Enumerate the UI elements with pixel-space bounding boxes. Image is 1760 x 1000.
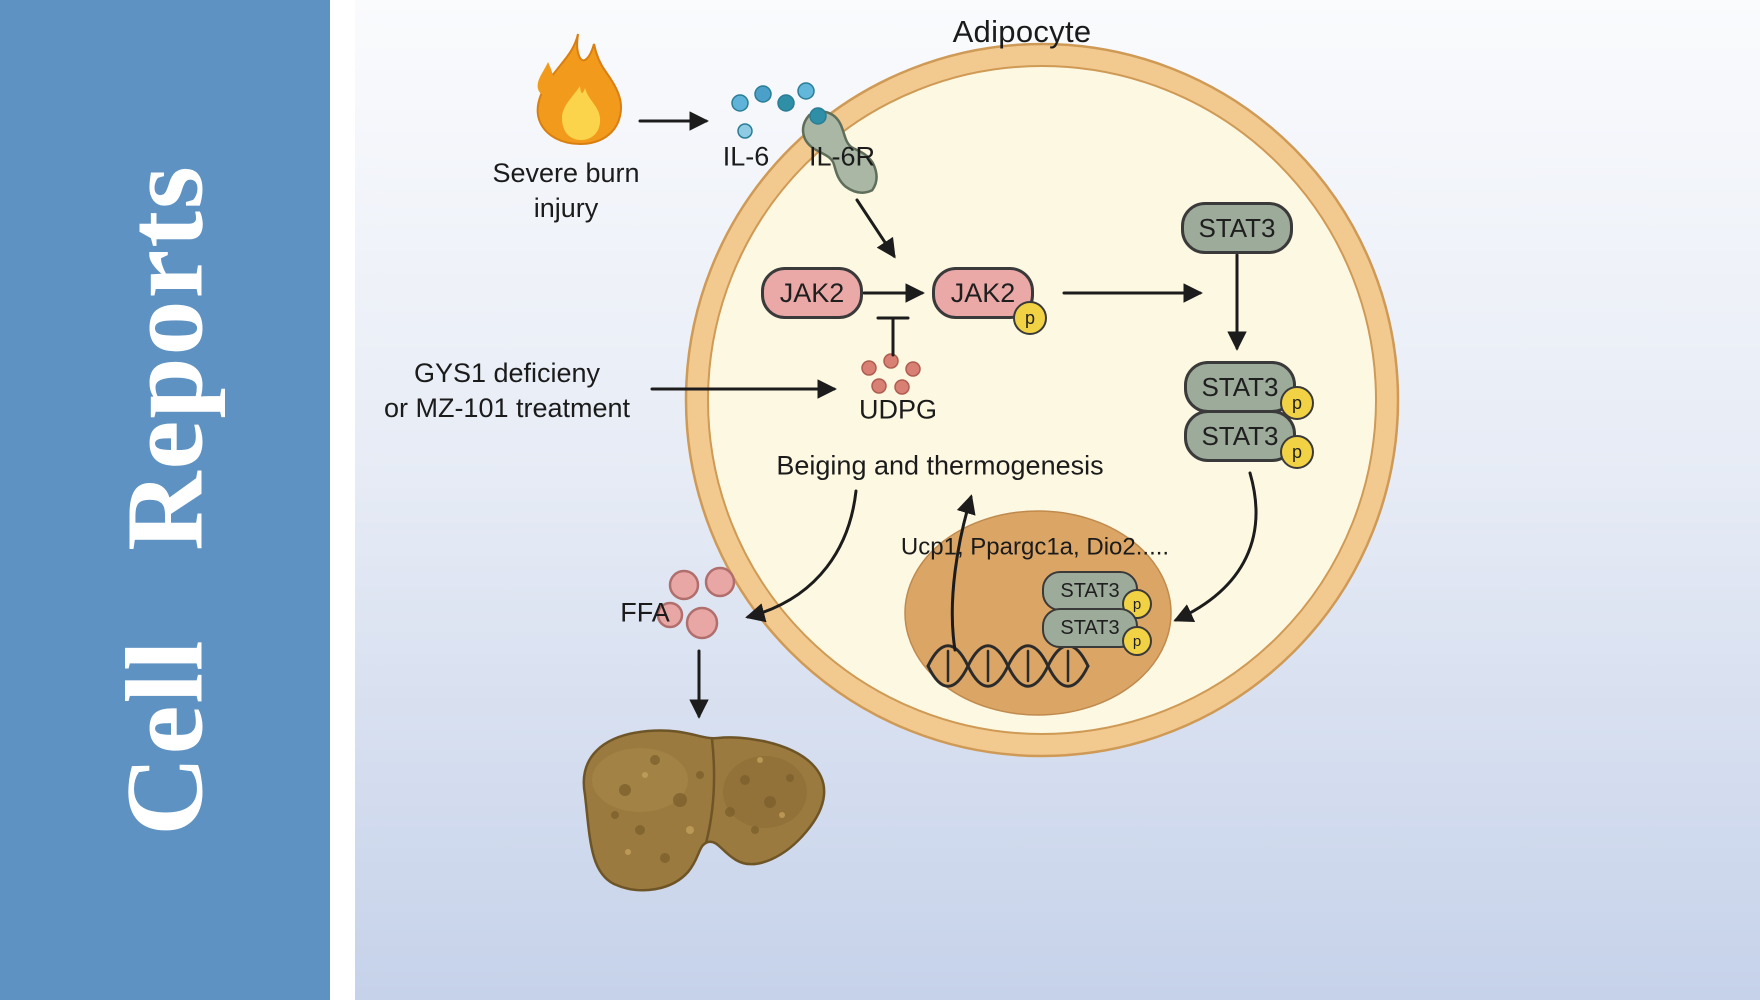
journal-wordmark: Cell Reports xyxy=(103,164,226,836)
beiging-label: Beiging and thermogenesis xyxy=(776,450,1104,481)
il6-label: IL-6 xyxy=(722,141,770,172)
il6r-label: IL-6R xyxy=(808,141,876,172)
phospho-badge-dimer-2: p xyxy=(1280,435,1314,469)
ffa-label: FFA xyxy=(620,597,670,628)
stat3-dimer-pill-1: STAT3 xyxy=(1184,361,1296,413)
target-genes-label: Ucp1, Ppargc1a, Dio2..... xyxy=(900,533,1170,561)
stat3-dimer-pill-2: STAT3 xyxy=(1184,410,1296,462)
udpg-label: UDPG xyxy=(858,394,938,425)
phospho-badge-nuclear-2: p xyxy=(1122,626,1152,656)
cell-title: Adipocyte xyxy=(952,13,1092,49)
figure-panel xyxy=(355,0,1760,1000)
jak2-pill: JAK2 xyxy=(761,267,863,319)
gys1-treatment-label: GYS1 deficieny or MZ-101 treatment xyxy=(383,357,631,423)
burn-injury-label: Severe burn injury xyxy=(492,157,640,223)
phospho-badge-jak2: p xyxy=(1013,301,1047,335)
stat3-pill: STAT3 xyxy=(1181,202,1293,254)
journal-sidebar: Cell Reports xyxy=(0,0,330,1000)
